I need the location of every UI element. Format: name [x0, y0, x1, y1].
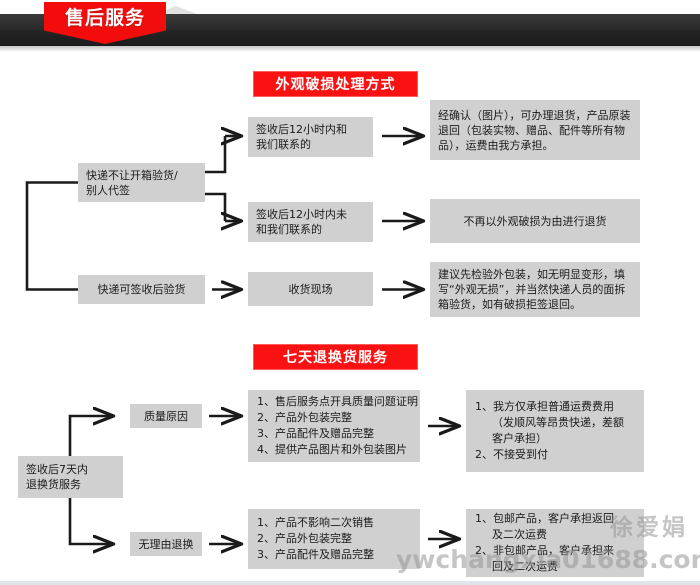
node-seven-day-return-root[interactable]: 签收后7天内 退换货服务	[18, 456, 123, 498]
banner-notch-right	[150, 6, 202, 16]
list-no-reason-requirements[interactable]: 1、产品不影响二次销售 2、产品外包装完整 3、产品配件及赠品完整	[248, 509, 420, 569]
node-line: 快递不让开箱验货/	[86, 168, 178, 182]
list-item: 3、产品配件及赠品完整	[257, 548, 374, 561]
list-item: 及二次运费	[492, 528, 547, 541]
node-delivery-scene[interactable]: 收货现场	[248, 272, 373, 306]
node-line: 签收后12小时内和	[256, 123, 347, 136]
list-item: 1、售后服务点开具质量问题证明	[257, 395, 418, 408]
node-no-reason-return[interactable]: 无理由退换	[130, 532, 202, 556]
result-text: 建议先检验外包装，如无明显变形，填写“外观无损”，并当然快递人员的面拆箱验货，如…	[438, 268, 626, 311]
node-label: 质量原因	[144, 409, 188, 423]
list-item: 1、我方仅承担普通运费费用	[475, 400, 614, 413]
node-courier-no-open-inspection[interactable]: 快递不让开箱验货/ 别人代签	[78, 163, 205, 202]
node-label: 快递可签收后验货	[97, 283, 186, 296]
list-item: 2、产品外包装完整	[257, 411, 352, 424]
list-item: 3、产品配件及赠品完整	[257, 427, 374, 440]
ribbon-label: 售后服务	[64, 7, 145, 29]
list-item: 2、非包邮产品，客户承担来	[475, 544, 614, 557]
section-title-appearance-label: 外观破损处理方式	[275, 77, 396, 93]
node-label: 无理由退换	[138, 537, 194, 551]
node-line: 签收后12小时内未	[256, 208, 347, 221]
list-item: 客户承担）	[492, 432, 547, 445]
section-title-seven-day-label: 七天退换货服务	[283, 350, 388, 366]
section-title-seven-day: 七天退换货服务	[253, 344, 418, 370]
bottom-divider	[0, 581, 700, 585]
node-label: 收货现场	[288, 282, 333, 296]
node-line: 别人代签	[86, 183, 130, 197]
node-courier-allows-inspection[interactable]: 快递可签收后验货	[78, 275, 205, 304]
result-inspection-advice[interactable]: 建议先检验外包装，如无明显变形，填写“外观无损”，并当然快递人员的面拆箱验货，如…	[430, 262, 640, 317]
result-text: 不再以外观破损为由进行退货	[463, 214, 607, 228]
list-quality-shipping-policy[interactable]: 1、我方仅承担普通运费费用 （发顺风等昂贵快递，差额 客户承担） 2、不接受到付	[466, 390, 644, 472]
node-line: 和我们联系的	[256, 223, 322, 236]
node-line: 签收后7天内	[26, 463, 88, 476]
list-item: 回及二次运费	[492, 560, 558, 573]
header-banner-shadow	[0, 46, 700, 52]
node-not-contacted-within-12h[interactable]: 签收后12小时内未 和我们联系的	[248, 202, 373, 242]
result-text: 经确认（图片），可办理退货，产品原装退回（包装实物、赠品、配件等所有物品），运费…	[438, 108, 631, 152]
list-item: 1、产品不影响二次销售	[257, 516, 374, 529]
list-item: 2、产品外包装完整	[257, 532, 352, 545]
list-quality-requirements[interactable]: 1、售后服务点开具质量问题证明 2、产品外包装完整 3、产品配件及赠品完整 4、…	[248, 390, 420, 462]
list-item: （发顺风等昂贵快递，差额	[492, 416, 624, 429]
list-item: 1、包邮产品，客户承担返回	[475, 512, 614, 525]
section-title-appearance-damage: 外观破损处理方式	[253, 71, 418, 97]
node-line: 我们联系的	[256, 138, 311, 151]
result-refund-denied[interactable]: 不再以外观破损为由进行退货	[430, 199, 640, 243]
node-contacted-within-12h[interactable]: 签收后12小时内和 我们联系的	[248, 117, 373, 157]
result-refund-allowed[interactable]: 经确认（图片），可办理退货，产品原装退回（包装实物、赠品、配件等所有物品），运费…	[430, 100, 640, 160]
node-quality-reason[interactable]: 质量原因	[130, 404, 202, 428]
node-line: 退换货服务	[26, 478, 81, 491]
list-item: 4、提供产品图片和外包装图片	[257, 443, 407, 456]
list-item: 2、不接受到付	[475, 448, 548, 461]
list-no-reason-shipping-policy[interactable]: 1、包邮产品，客户承担返回 及二次运费 2、非包邮产品，客户承担来 回及二次运费	[466, 509, 644, 577]
